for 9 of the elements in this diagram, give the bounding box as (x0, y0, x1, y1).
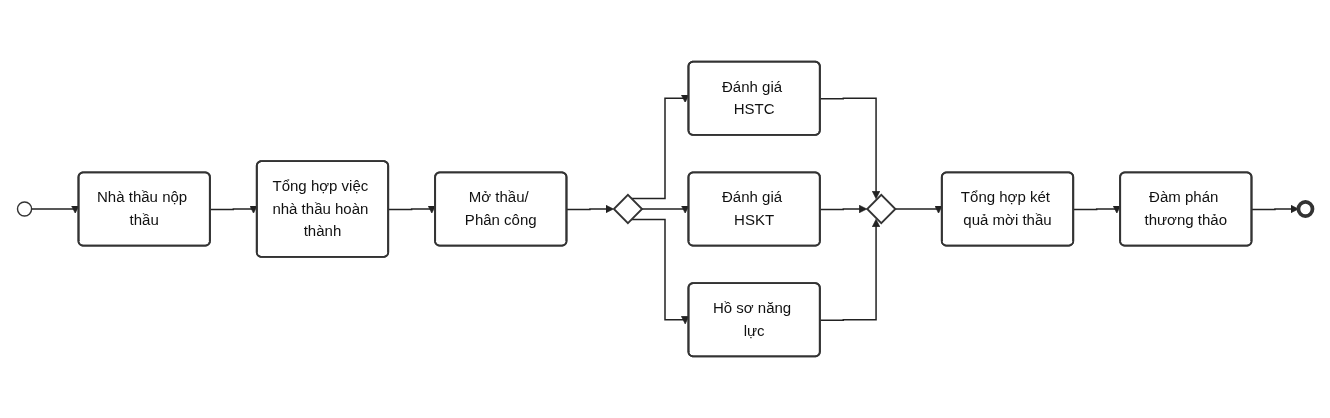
node-circle (1296, 200, 1315, 218)
node-circle (16, 201, 33, 217)
arrow (819, 97, 881, 200)
arrow (566, 204, 614, 214)
arrow (819, 218, 881, 321)
node-diamond (612, 193, 644, 225)
arrow (1251, 204, 1299, 214)
node-diamond (865, 193, 897, 225)
arrow (819, 204, 868, 214)
